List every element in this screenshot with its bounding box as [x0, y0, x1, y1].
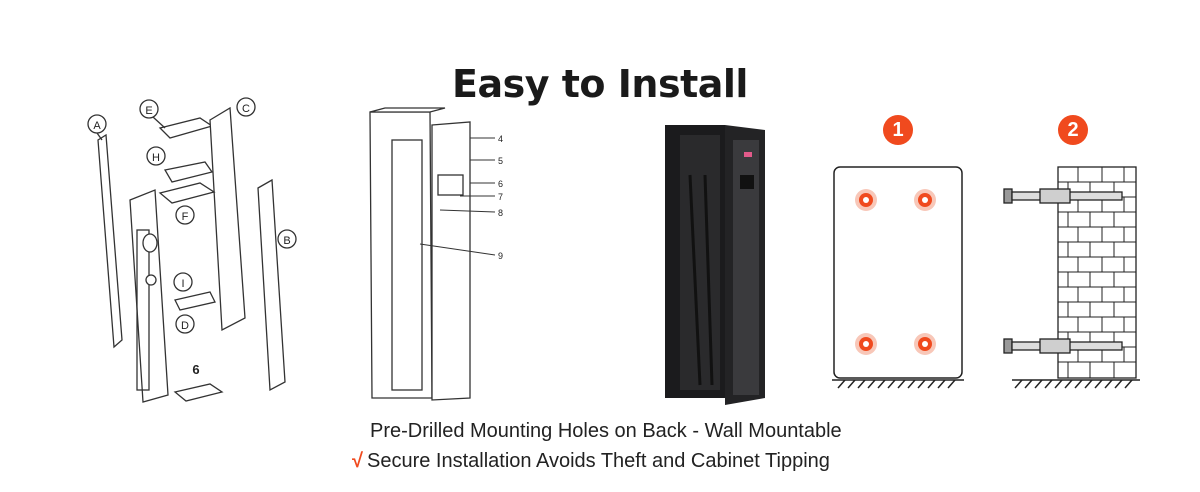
panel-6 [173, 383, 224, 402]
svg-text:E: E [145, 105, 152, 117]
step-badge-1: 1 [883, 115, 913, 145]
caption-secure-text: Secure Installation Avoids Theft and Cab… [366, 450, 830, 472]
product-photo [665, 125, 765, 405]
svg-text:D: D [181, 320, 189, 332]
svg-text:6: 6 [498, 179, 503, 189]
svg-text:7: 7 [498, 192, 503, 202]
svg-text:B: B [283, 235, 290, 247]
caption-mounting-holes: Pre-Drilled Mounting Holes on Back - Wal… [370, 420, 842, 442]
caption-secure-installation: √Secure Installation Avoids Theft and Ca… [352, 450, 830, 473]
assembled-diagram: 4 5 6 7 8 9 [369, 107, 503, 401]
exploded-diagram: A E C H F D I B 6 [87, 97, 297, 403]
label-a: A [93, 120, 101, 132]
panel-b [257, 178, 286, 392]
shelf-f [158, 182, 216, 204]
mounting-hole [855, 189, 936, 355]
svg-text:5: 5 [498, 156, 503, 166]
svg-text:4: 4 [498, 134, 503, 144]
svg-text:9: 9 [498, 251, 503, 261]
panel-a [97, 133, 123, 349]
wall-bolt-bottom [1003, 338, 1123, 354]
step2-wall [1003, 166, 1140, 389]
rack-i [174, 291, 216, 311]
check-icon: √ [352, 450, 363, 472]
page-title: Easy to Install [452, 62, 748, 106]
svg-text:F: F [182, 211, 189, 223]
wall-bolt-top [1003, 188, 1123, 204]
svg-text:H: H [152, 152, 160, 164]
svg-text:I: I [181, 278, 184, 290]
svg-text:C: C [242, 103, 250, 115]
step-badge-2: 2 [1058, 115, 1088, 145]
step1-panel [832, 166, 964, 389]
panel-c [209, 106, 246, 332]
svg-text:6: 6 [192, 362, 199, 377]
svg-text:8: 8 [498, 208, 503, 218]
rack-h [163, 161, 214, 183]
panel-e [158, 117, 214, 139]
